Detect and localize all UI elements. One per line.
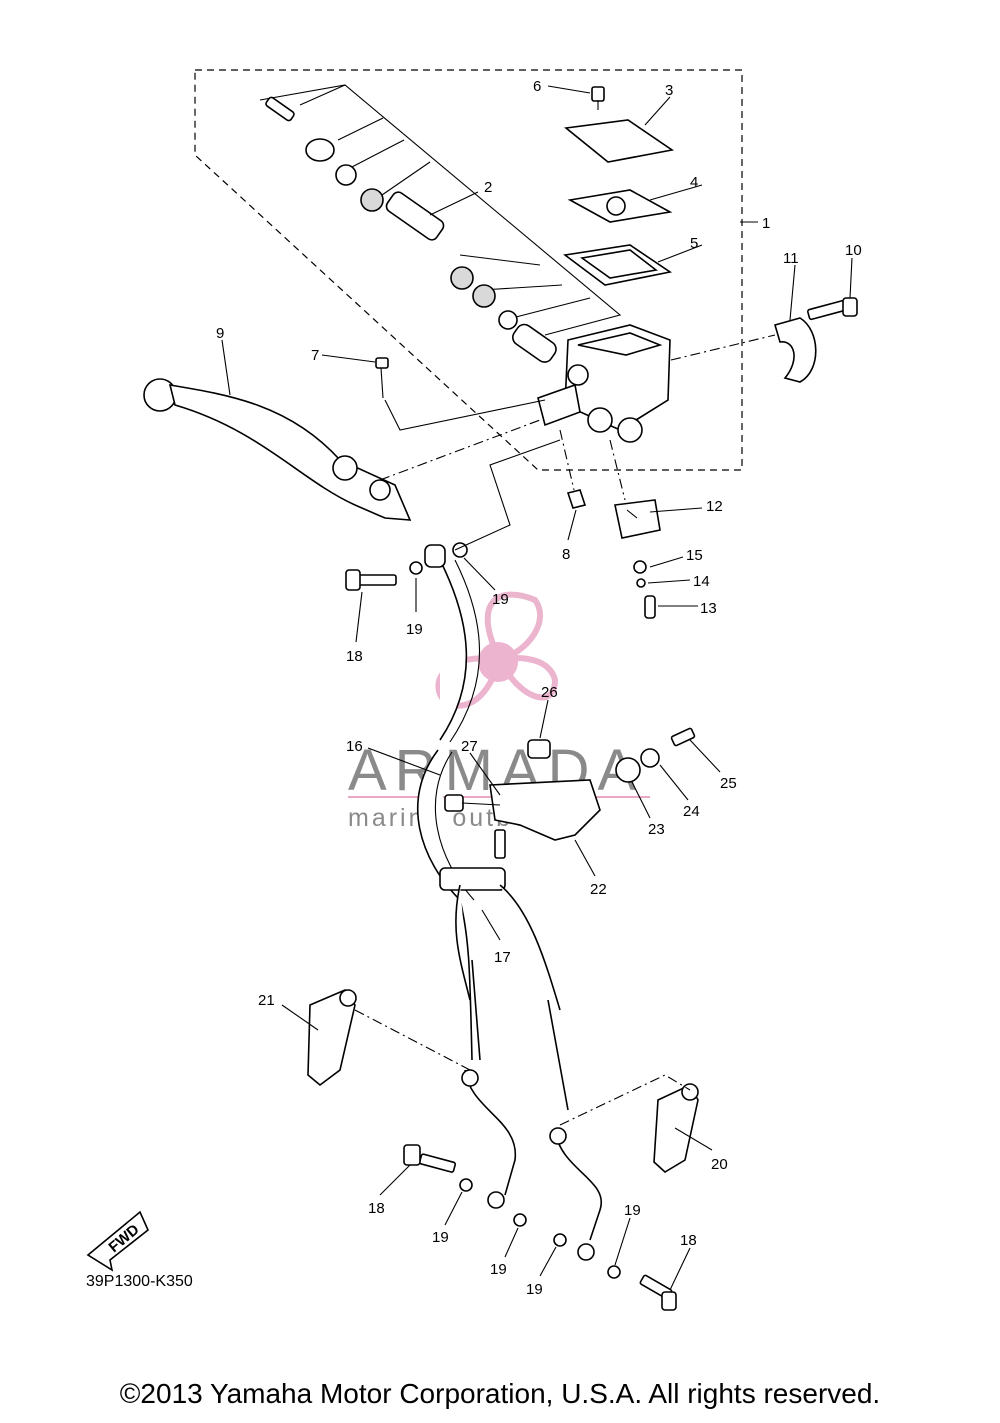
callout-3: 3 [665,82,673,99]
hose-bracket [444,727,696,859]
lever-pivot-hardware [375,357,587,509]
callout-5: 5 [690,235,698,252]
hose-guide-left [307,989,471,1087]
callout-15: 15 [686,547,703,564]
callout-leaders [221,85,853,1291]
callout-19e: 19 [526,1281,543,1298]
callout-23: 23 [648,821,665,838]
brake-hose-junction [416,749,561,1061]
brake-lever [143,378,541,521]
callout-13: 13 [700,600,717,617]
brake-hose-lower-left [403,959,527,1227]
brake-hose-lower-right [547,999,677,1311]
callout-19d: 19 [624,1202,641,1219]
callout-19: 19 [406,621,423,638]
callout-18c: 18 [680,1232,697,1249]
reservoir-cap-set [562,86,675,286]
master-cylinder-body [537,324,671,443]
callout-20: 20 [711,1156,728,1173]
callout-22: 22 [590,881,607,898]
callout-8: 8 [562,546,570,563]
callout-12: 12 [706,498,723,515]
callout-9: 9 [216,325,224,342]
clamp-assembly [670,297,858,383]
callout-7: 7 [311,347,319,364]
callout-16: 16 [346,738,363,755]
assembly-outline [194,69,743,471]
callout-2: 2 [484,179,492,196]
callout-25: 25 [720,775,737,792]
callout-1: 1 [762,215,770,232]
diagram-reference-code: 39P1300-K350 [86,1273,193,1290]
callout-labels: 1 2 3 4 5 6 7 8 9 10 11 12 13 14 15 16 1… [216,78,862,1298]
callout-19f: 19 [492,591,509,608]
callout-21: 21 [258,992,275,1009]
callout-10: 10 [845,242,862,259]
callout-27: 27 [461,738,478,755]
callout-18b: 18 [368,1200,385,1217]
callout-19c: 19 [490,1261,507,1278]
copyright-notice: ©2013 Yamaha Motor Corporation, U.S.A. A… [119,1378,881,1409]
brake-switch [609,439,661,619]
callout-6: 6 [533,78,541,95]
fwd-arrow-icon: FWD [86,1210,149,1272]
callout-14: 14 [693,573,710,590]
callout-26: 26 [541,684,558,701]
piston-leader-fan [259,84,622,336]
callout-11: 11 [783,250,799,267]
hose-guide-right [559,1074,699,1173]
callout-19b: 19 [432,1229,449,1246]
callout-17: 17 [494,949,511,966]
brake-hose-upper [345,439,561,743]
callout-18a: 18 [346,648,363,665]
callout-24: 24 [683,803,700,820]
callout-4: 4 [690,174,698,191]
piston-kit-parts [265,96,557,363]
